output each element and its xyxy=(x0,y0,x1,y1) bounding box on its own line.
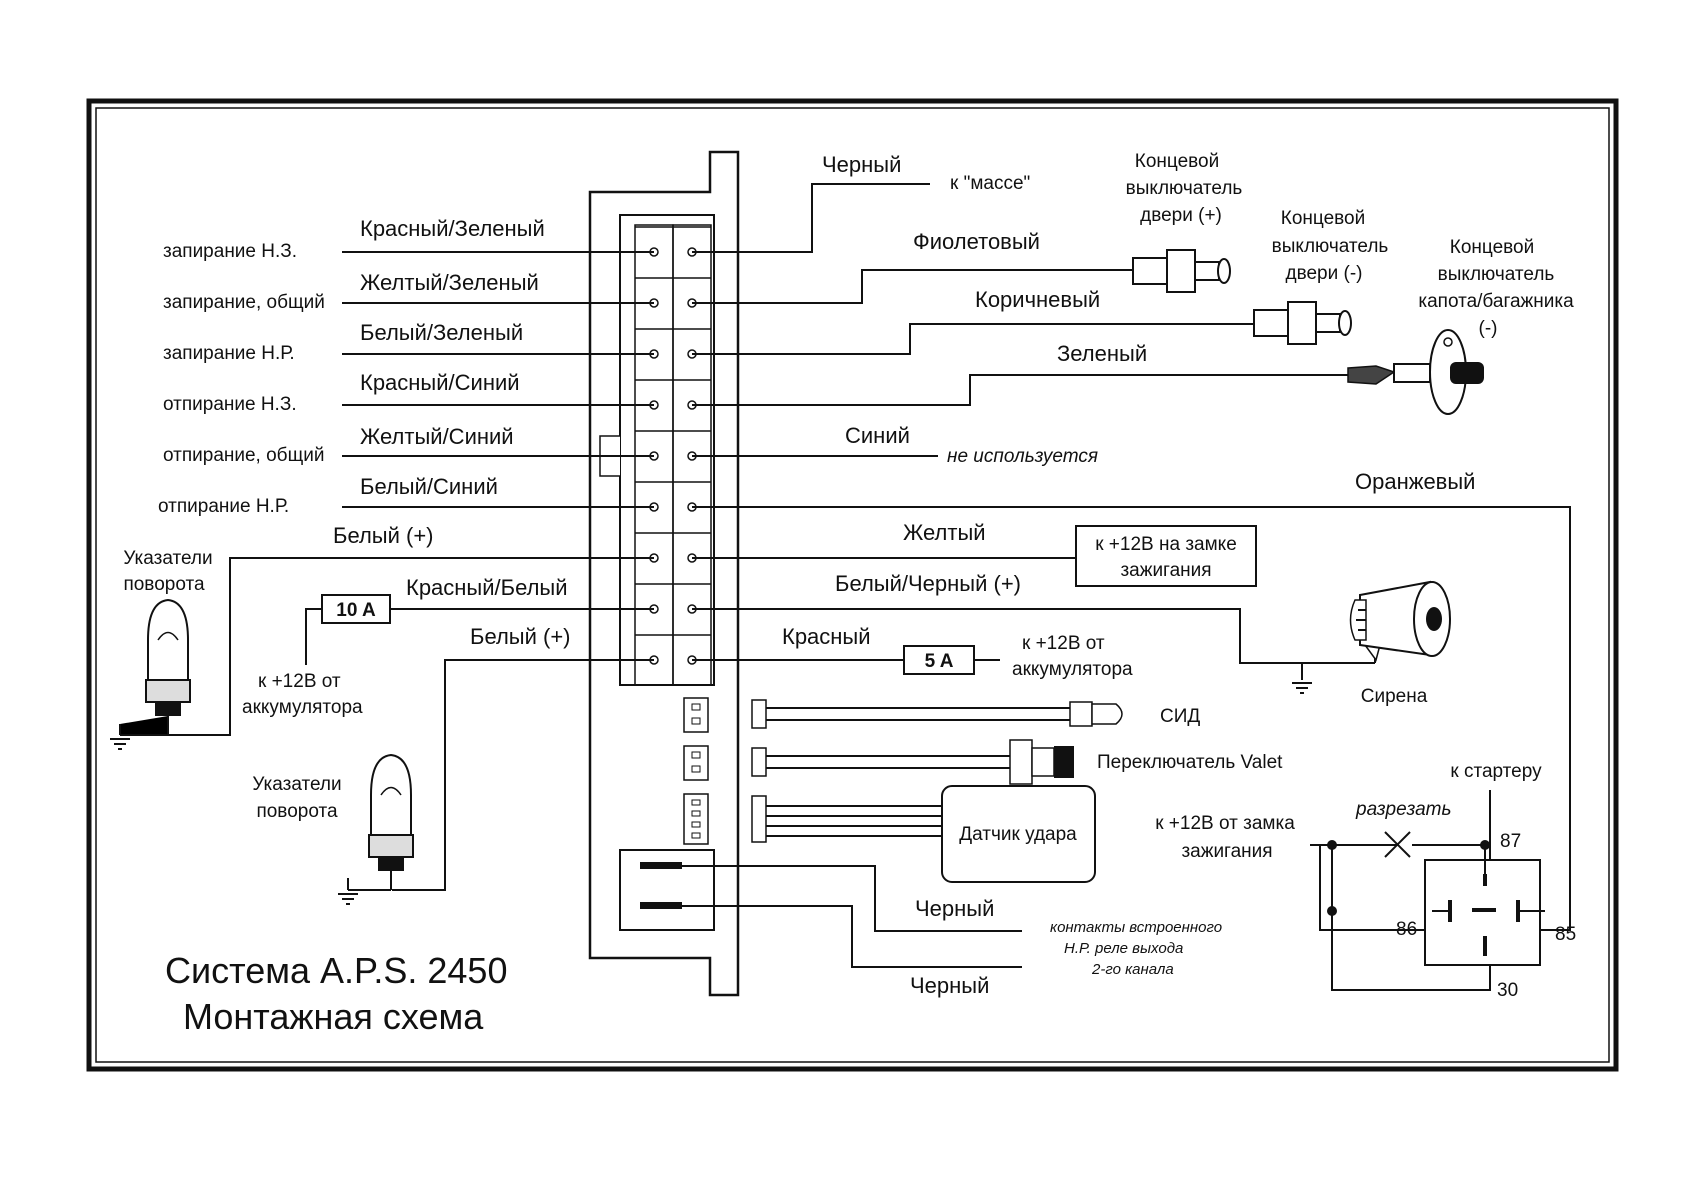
ignition-box-line2: зажигания xyxy=(1120,560,1211,581)
siren: Сирена xyxy=(1292,580,1451,707)
right-wire-label: Желтый xyxy=(903,520,986,545)
valet-peripheral: Переключатель Valet xyxy=(751,739,1283,785)
hood-switch: Концевой выключатель капота/багажника (-… xyxy=(1347,237,1574,415)
function-label: запирание Н.Р. xyxy=(163,343,295,364)
fuse-5a: 5 A xyxy=(903,645,975,675)
left-wire-label: Красный/Зеленый xyxy=(360,216,545,241)
left-wire-label: Белый (+) xyxy=(470,624,571,649)
hood-switch-line1: Концевой xyxy=(1450,237,1534,258)
black-wire-1-label: Черный xyxy=(915,896,994,921)
turn-signal-upper-line2: поворота xyxy=(123,574,205,595)
door-switch-plus: Концевой выключатель двери (+) xyxy=(1126,151,1243,293)
left-wire-label: Красный/Синий xyxy=(360,370,520,395)
function-label: отпирание Н.Р. xyxy=(158,496,289,517)
battery-right-line2: аккумулятора xyxy=(1012,659,1133,680)
right-wire-label: Оранжевый xyxy=(1355,469,1475,494)
left-function-labels: запирание Н.З. запирание, общий запирани… xyxy=(158,241,325,517)
wires xyxy=(162,183,1571,991)
fuse-10a: 10 A xyxy=(321,594,391,624)
right-wire-label: Красный xyxy=(782,624,871,649)
relay-pin-87: 87 xyxy=(1500,831,1521,852)
valet-label: Переключатель Valet xyxy=(1097,752,1283,773)
right-wire-labels: Черный Фиолетовый Коричневый Зеленый Син… xyxy=(782,152,1475,649)
door-switch-minus: Концевой выключатель двери (-) xyxy=(1253,208,1389,345)
relay-cut: разрезать xyxy=(1355,799,1451,820)
starter-relay: к стартеру разрезать к +12В от замка заж… xyxy=(1155,761,1576,1001)
relay-output-block xyxy=(619,849,715,931)
function-label: запирание Н.З. xyxy=(163,241,297,262)
siren-label: Сирена xyxy=(1361,686,1428,707)
relay-note-line3: 2-го канала xyxy=(1091,961,1174,978)
turn-signal-upper: Указатели поворота xyxy=(110,548,213,750)
door-switch-minus-line1: Концевой xyxy=(1281,208,1365,229)
diagram-subtitle: Монтажная схема xyxy=(183,996,484,1037)
left-wire-label: Белый/Синий xyxy=(360,474,498,499)
relay-note-line1: контакты встроенного xyxy=(1050,919,1222,936)
unused-label: не используется xyxy=(947,446,1098,467)
left-wire-label: Красный/Белый xyxy=(406,575,568,600)
led-connector xyxy=(683,697,709,733)
hood-switch-line3: капота/багажника xyxy=(1418,291,1574,312)
hood-switch-line4: (-) xyxy=(1479,318,1498,339)
door-switch-plus-line3: двери (+) xyxy=(1140,205,1222,226)
ground-destination-label: к "массе" xyxy=(950,173,1030,194)
left-wire-labels: Красный/Зеленый Желтый/Зеленый Белый/Зел… xyxy=(333,216,571,649)
shock-sensor-label: Датчик удара xyxy=(959,824,1077,845)
right-wire-label: Зеленый xyxy=(1057,341,1147,366)
door-switch-minus-line3: двери (-) xyxy=(1286,263,1363,284)
ignition-box-line1: к +12В на замке xyxy=(1095,534,1237,555)
outer-frame xyxy=(86,98,1619,1072)
right-wire-label: Черный xyxy=(822,152,901,177)
fuse-5a-label: 5 A xyxy=(925,651,954,672)
relay-to-starter: к стартеру xyxy=(1450,761,1542,782)
ignition-box: к +12В на замке зажигания xyxy=(1075,525,1257,587)
relay-pin-85: 85 xyxy=(1555,924,1576,945)
diagram-title: Система A.P.S. 2450 xyxy=(165,950,507,991)
led-peripheral: СИД xyxy=(751,699,1200,729)
relay-ign-line2: зажигания xyxy=(1181,841,1272,862)
left-wire-label: Желтый/Зеленый xyxy=(360,270,539,295)
left-wire-label: Белый (+) xyxy=(333,523,434,548)
function-label: запирание, общий xyxy=(163,292,325,313)
battery-left-line2: аккумулятора xyxy=(242,697,363,718)
right-wire-label: Белый/Черный (+) xyxy=(835,571,1021,596)
inner-frame xyxy=(95,107,1610,1063)
battery-right-line1: к +12В от xyxy=(1022,633,1105,654)
turn-signal-lower-line1: Указатели xyxy=(252,774,341,795)
turn-signal-lower-line2: поворота xyxy=(256,801,338,822)
door-switch-plus-line2: выключатель xyxy=(1126,178,1243,199)
right-wire-label: Синий xyxy=(845,423,910,448)
relay-pin-30: 30 xyxy=(1497,980,1518,1001)
fuse-10a-label: 10 A xyxy=(336,600,376,621)
relay-pin-86: 86 xyxy=(1396,919,1417,940)
relay-ign-line1: к +12В от замка xyxy=(1155,813,1295,834)
turn-signal-lower: Указатели поворота xyxy=(252,753,414,905)
left-wire-label: Желтый/Синий xyxy=(360,424,514,449)
relay-note-line2: Н.Р. реле выхода xyxy=(1064,940,1183,957)
hood-switch-line2: выключатель xyxy=(1438,264,1555,285)
door-switch-plus-line1: Концевой xyxy=(1135,151,1219,172)
right-wire-label: Фиолетовый xyxy=(913,229,1040,254)
battery-left-line1: к +12В от xyxy=(258,671,341,692)
function-label: отпирание Н.З. xyxy=(163,394,297,415)
turn-signal-upper-line1: Указатели xyxy=(123,548,212,569)
valet-connector xyxy=(683,745,709,781)
left-wire-label: Белый/Зеленый xyxy=(360,320,523,345)
shock-sensor: Датчик удара xyxy=(751,785,1096,883)
led-label: СИД xyxy=(1160,706,1200,727)
black-wire-2-label: Черный xyxy=(910,973,989,998)
right-wire-label: Коричневый xyxy=(975,287,1100,312)
function-label: отпирание, общий xyxy=(163,445,324,466)
door-switch-minus-line2: выключатель xyxy=(1272,236,1389,257)
